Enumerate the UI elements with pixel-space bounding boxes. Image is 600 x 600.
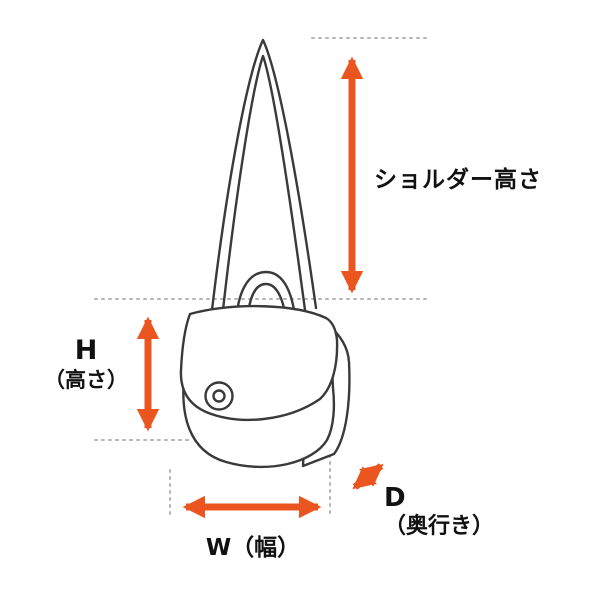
shoulder-strap xyxy=(210,38,318,312)
height-letter: H xyxy=(74,335,98,366)
height-sub-label: （高さ） xyxy=(44,368,128,392)
width-label: W（幅） xyxy=(205,535,301,561)
depth-letter: D xyxy=(384,483,406,513)
depth-sub-label: （奥行き） xyxy=(384,514,495,539)
bag-illustration xyxy=(179,38,351,469)
depth-label: D （奥行き） xyxy=(384,484,494,542)
height-label: H （高さ） xyxy=(38,336,134,394)
clasp-icon xyxy=(204,381,234,411)
depth-arrow xyxy=(352,463,384,490)
guide-lines xyxy=(94,37,429,518)
dimension-arrows xyxy=(136,56,384,519)
bag-flap xyxy=(179,304,339,421)
shoulder-height-label: ショルダー高さ xyxy=(374,167,542,193)
